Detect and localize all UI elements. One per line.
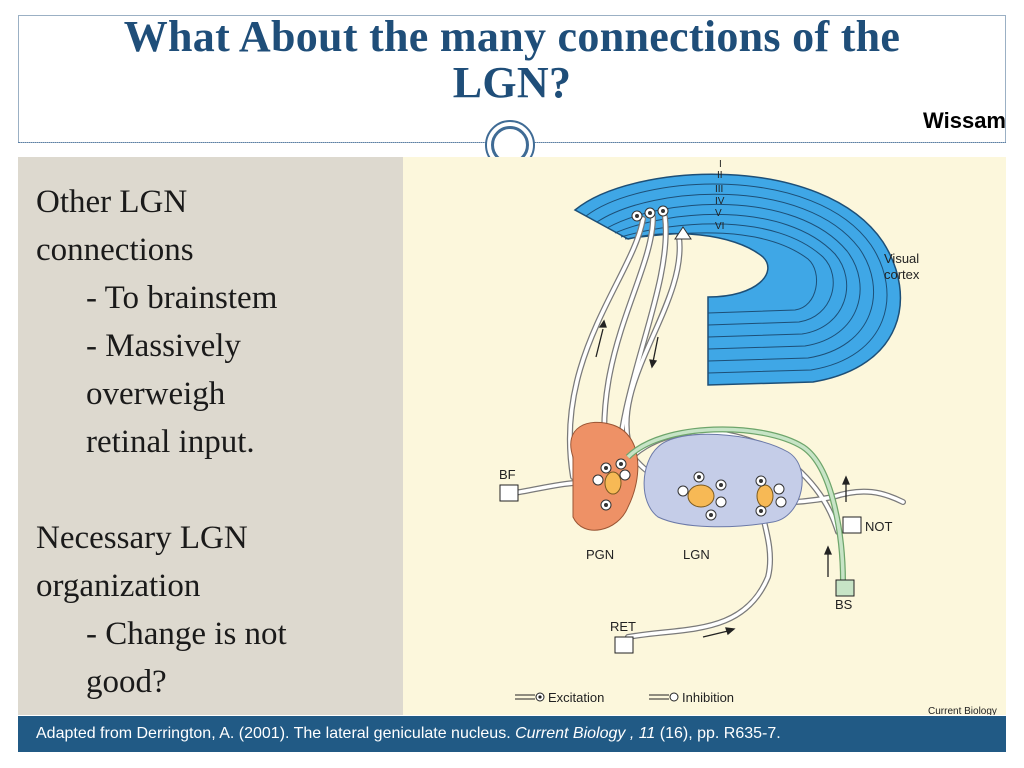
heading-2-line-1: Necessary LGN: [36, 520, 248, 556]
citation-journal: Current Biology , 11: [515, 725, 656, 742]
layer-label-4: IV: [715, 196, 725, 207]
visual-cortex-label-2: cortex: [884, 267, 920, 282]
bullet-massively-line-3: retinal input.: [86, 424, 255, 460]
direction-arrows: [595, 319, 850, 638]
layer-label-2: II: [717, 170, 723, 181]
layer-label-3: III: [715, 184, 723, 195]
body-text: Other LGN connections - To brainstem - M…: [36, 178, 396, 706]
legend: Excitation Inhibition: [515, 690, 734, 705]
pgn-nucleus: [570, 421, 639, 531]
bullet-brainstem: - To brainstem: [86, 280, 278, 316]
lgn-diagram-svg: I II III IV V VI Visual cortex: [499, 159, 997, 715]
text-panel: [18, 157, 403, 715]
slide-title: What About the many connections of the L…: [123, 12, 901, 107]
bullet-change-line-2: good?: [86, 664, 167, 700]
visual-cortex: [573, 173, 902, 386]
ret-label: RET: [610, 619, 636, 634]
not-label: NOT: [865, 519, 893, 534]
paragraph-gap: [36, 466, 396, 514]
lgn-label: LGN: [683, 547, 710, 562]
visual-cortex-label-1: Visual: [884, 251, 919, 266]
bullet-change-line-1: - Change is not: [86, 616, 287, 652]
pgn-label: PGN: [586, 547, 614, 562]
figure-credit: Current Biology: [928, 706, 997, 715]
heading-1-line-2: connections: [36, 232, 194, 268]
layer-labels: I II III IV V VI: [715, 159, 725, 232]
layer-label-6: VI: [715, 221, 724, 232]
citation-suffix: (16), pp. R635-7.: [655, 725, 781, 742]
bs-box: [835, 579, 855, 597]
inhibition-legend-icon: [669, 692, 679, 702]
excitation-label: Excitation: [548, 690, 604, 705]
citation-footer: Adapted from Derrington, A. (2001). The …: [18, 716, 1006, 752]
bullet-massively-line-2: overweigh: [86, 376, 226, 412]
heading-2-line-2: organization: [36, 568, 201, 604]
brainstem-pathway: [625, 426, 846, 583]
bullet-massively-line-1: - Massively: [86, 328, 241, 364]
layer-label-5: V: [715, 208, 722, 219]
bs-label: BS: [835, 597, 853, 612]
lgn-diagram: I II III IV V VI Visual cortex: [403, 157, 1006, 715]
inhibition-label: Inhibition: [682, 690, 734, 705]
neurons: [592, 205, 787, 521]
citation-prefix: Adapted from Derrington, A. (2001). The …: [36, 725, 516, 742]
bf-box: [499, 484, 519, 502]
bf-label: BF: [499, 467, 516, 482]
heading-1-line-1: Other LGN: [36, 184, 188, 220]
author-name: Wissam: [923, 108, 1006, 133]
ret-box: [614, 636, 634, 654]
layer-label-1: I: [719, 159, 722, 170]
not-box: [842, 516, 862, 534]
